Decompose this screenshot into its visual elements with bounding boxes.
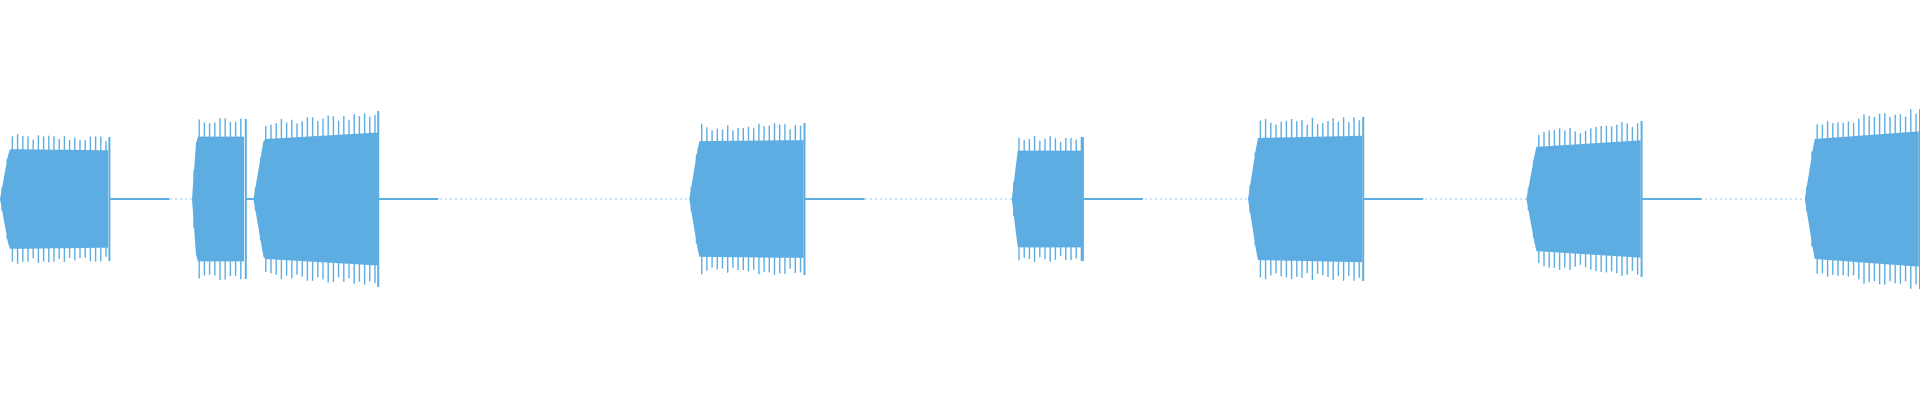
waveform-segment — [253, 111, 439, 287]
waveform-segment — [192, 118, 254, 280]
waveform-segment — [0, 134, 170, 264]
waveform-segment — [1804, 109, 1920, 289]
waveform-segment — [1248, 117, 1424, 281]
waveform-body — [253, 132, 378, 266]
waveform-segment — [1011, 136, 1143, 262]
waveform-segments — [0, 109, 1920, 289]
waveform-segment — [689, 123, 865, 275]
waveform-segment — [1526, 121, 1702, 277]
